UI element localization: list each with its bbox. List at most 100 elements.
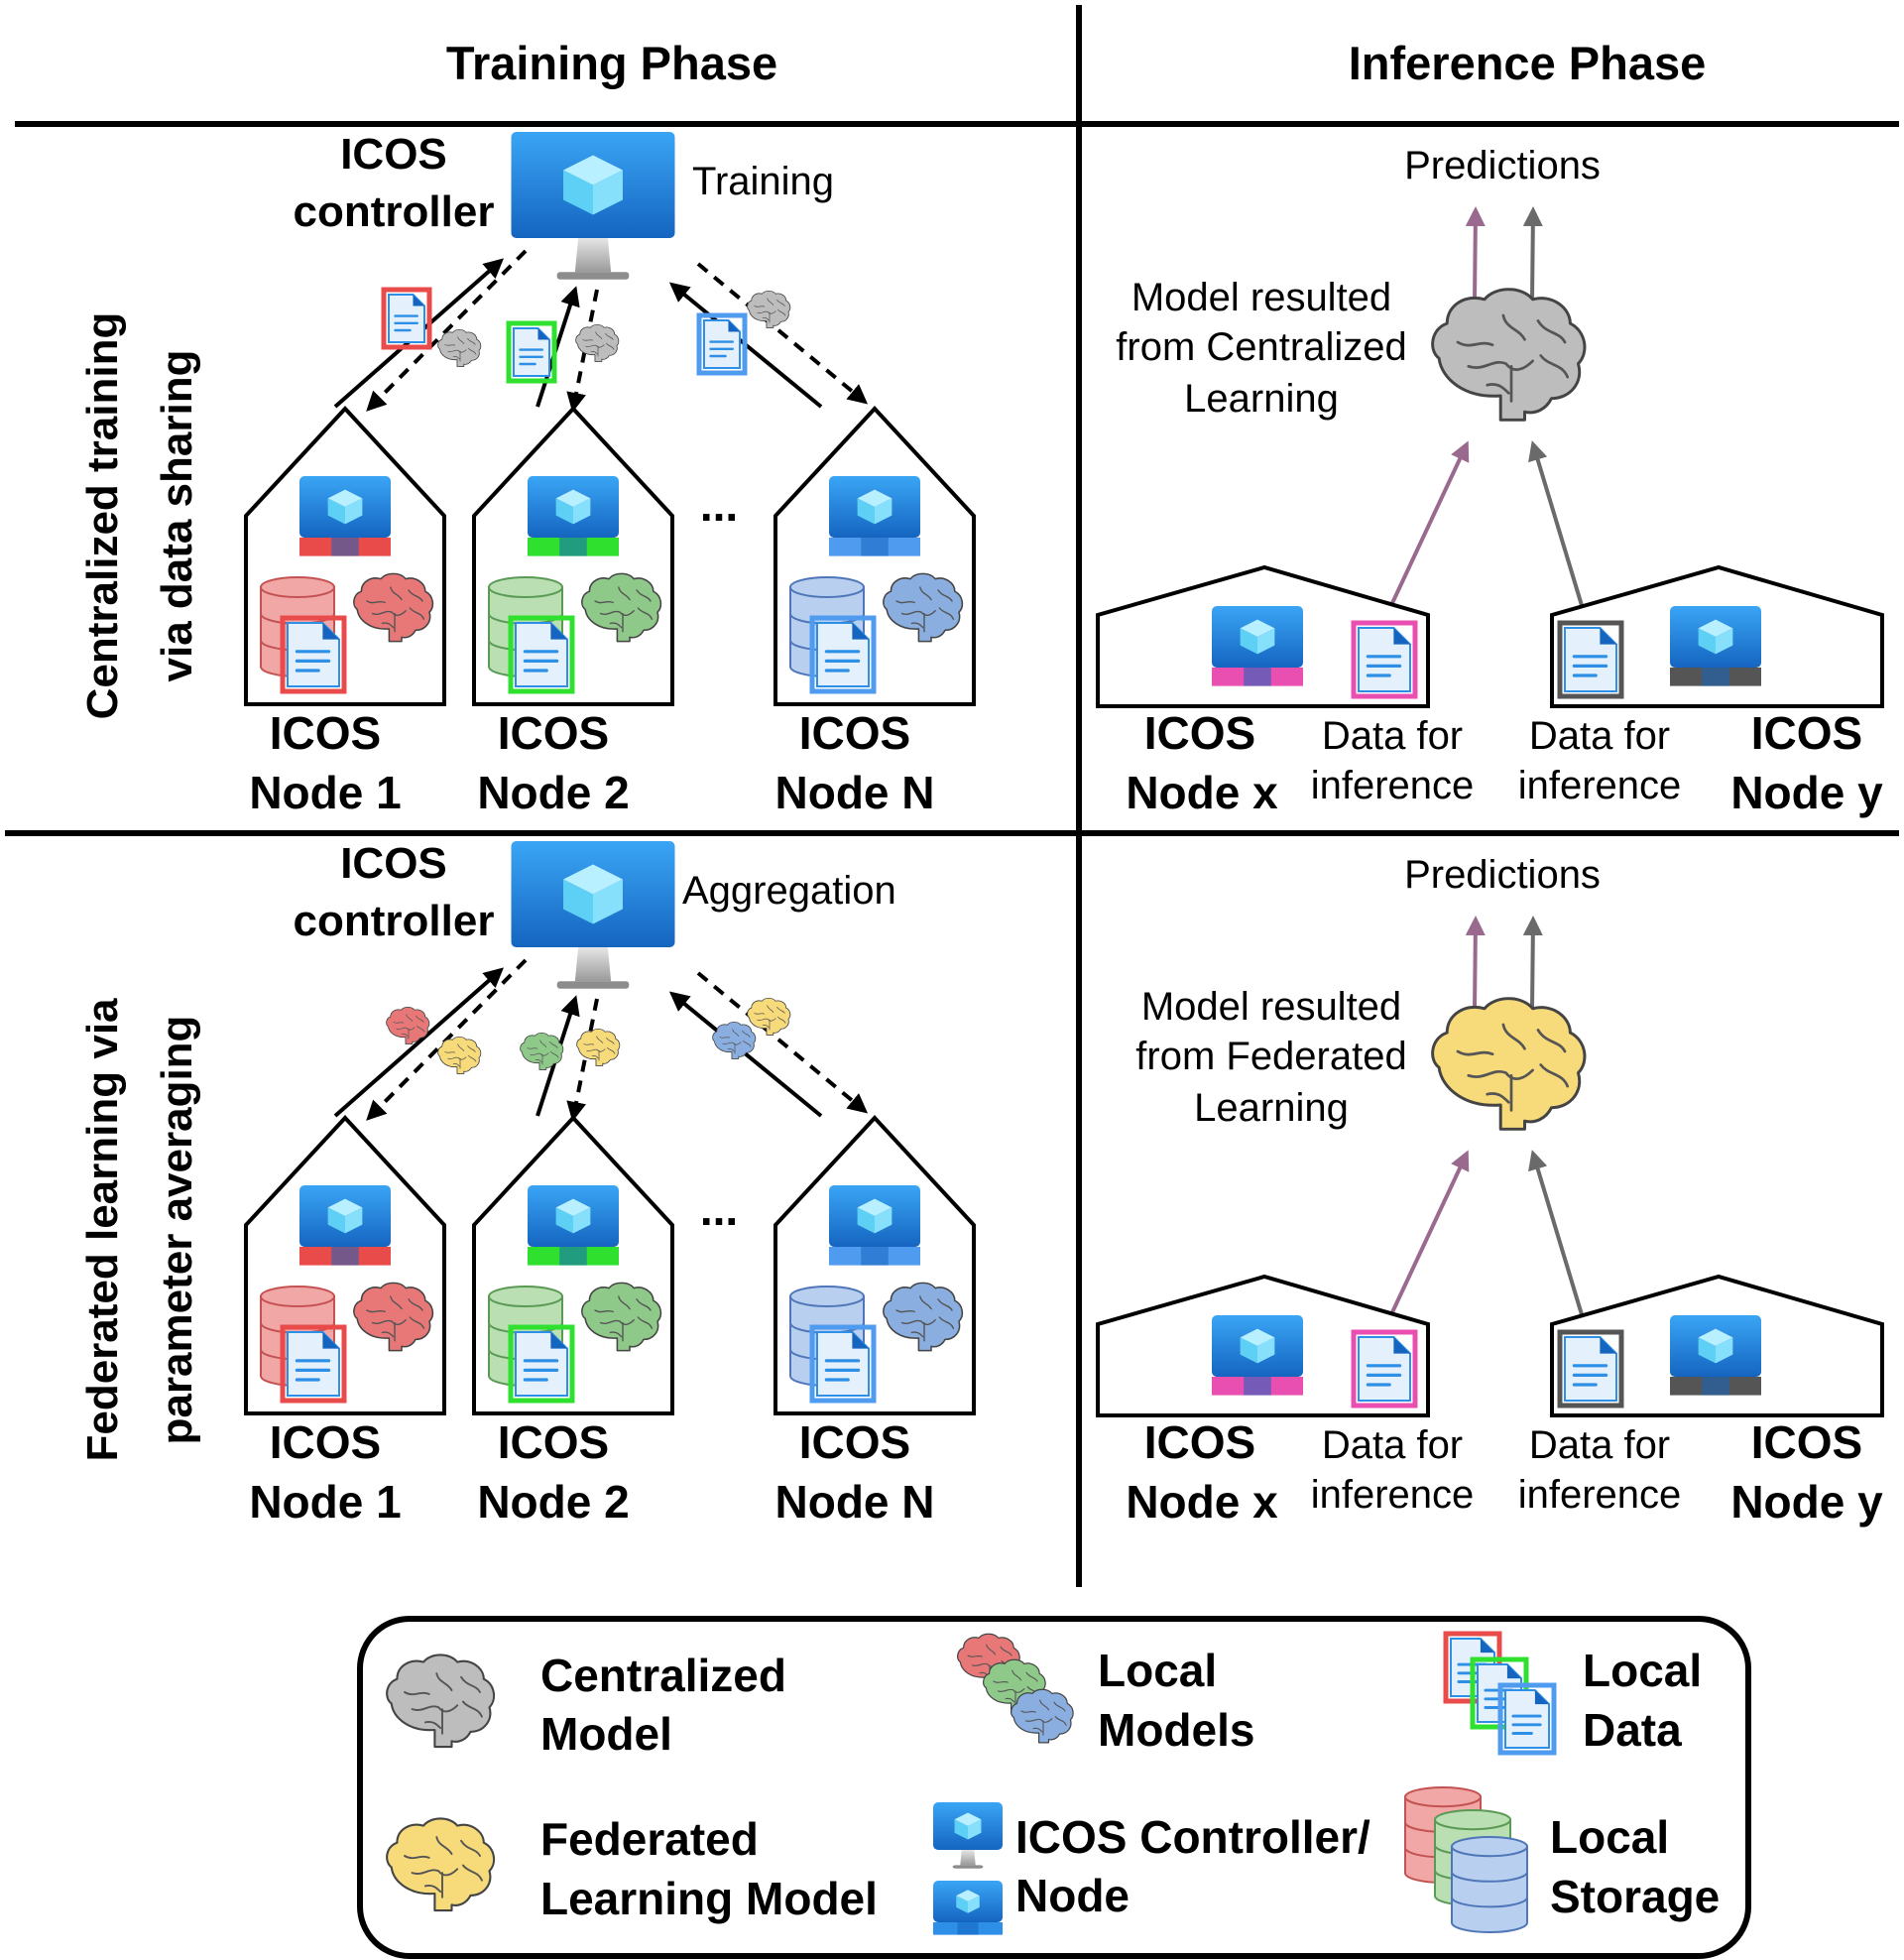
brain-fold <box>636 589 652 602</box>
node-y-label-line-2: Node y <box>1730 1476 1883 1528</box>
brain-fold <box>732 1029 740 1038</box>
brain-fold <box>460 1675 481 1693</box>
monitor-stand <box>861 538 889 556</box>
monitor-stand <box>559 538 587 556</box>
training-arrows <box>333 958 869 1122</box>
model-caption-line-2: from Centralized <box>1116 325 1406 369</box>
legend-local-storage-line-1: Local <box>1550 1811 1669 1863</box>
cube-right <box>1257 628 1275 655</box>
brain-fold <box>776 308 786 316</box>
cube-left <box>1698 628 1716 655</box>
document-icon <box>1497 1682 1557 1756</box>
brain-fold <box>938 1316 955 1329</box>
centralized-model-brain-icon <box>1431 288 1587 422</box>
brain-fold <box>605 342 615 350</box>
brain-fold <box>409 607 425 620</box>
inference-input-arrow-node-x <box>1383 440 1470 619</box>
brain-fold <box>549 1041 558 1048</box>
brain-fold <box>937 1298 953 1311</box>
model-caption-line-2: from Federated <box>1135 1035 1406 1078</box>
legend-local-models-icon <box>957 1633 1074 1744</box>
brain-fold <box>447 349 467 353</box>
brain-fold <box>900 1319 936 1326</box>
cube-left <box>956 1896 968 1913</box>
brain-fold <box>767 298 774 306</box>
document-border <box>1557 620 1624 699</box>
ellipsis: ... <box>700 1183 738 1235</box>
node-1-label-line-2: Node 1 <box>249 767 401 818</box>
document-fold <box>322 1332 339 1349</box>
document-fold <box>1480 1639 1494 1654</box>
brain-fold <box>1539 354 1570 379</box>
node-x-data-label-line-2: inference <box>1311 764 1475 807</box>
legend-controller-node-icon <box>933 1802 1003 1935</box>
node-2-label-line-2: Node 2 <box>477 767 629 818</box>
document-fold <box>550 623 567 640</box>
document-fold <box>1600 628 1616 645</box>
cube-icon <box>327 489 363 525</box>
brain-fold <box>1054 1715 1067 1726</box>
brain-fold <box>467 1044 476 1052</box>
monitor-icon <box>933 1802 1003 1869</box>
document-fold <box>852 623 869 640</box>
inference-input-arrow-node-y <box>1528 440 1586 613</box>
brain-fold <box>406 1014 414 1023</box>
brain-outline <box>386 1654 496 1749</box>
monitor-icon <box>829 1185 920 1266</box>
legend-federated-model-brain-icon <box>386 1817 496 1912</box>
brain-fold <box>762 316 770 321</box>
brain-fold <box>590 350 598 355</box>
legend: CentralizedModelLocalModelsLocalDataFede… <box>357 1616 1751 1959</box>
brain-fold <box>599 610 635 617</box>
cube-icon <box>954 1812 982 1840</box>
brain-outline <box>437 328 482 367</box>
cube-left <box>563 170 593 215</box>
brain-fold <box>1467 1068 1534 1080</box>
inference-data-document-icon <box>1351 620 1418 699</box>
cube-left <box>1240 1337 1257 1364</box>
cube-right <box>968 1819 982 1840</box>
database-top <box>1404 1786 1482 1808</box>
legend-local-models-line-1: Local <box>1098 1645 1217 1696</box>
brain-fold <box>408 589 423 602</box>
monitor-stand <box>574 238 612 273</box>
document-border <box>280 615 347 694</box>
brain-fold <box>416 1015 424 1023</box>
brain-outline <box>581 572 662 643</box>
brain-fold <box>722 1041 742 1045</box>
node-n-label-line-2: Node N <box>775 767 935 818</box>
federated-model-brain-icon <box>437 1036 482 1074</box>
monitor-icon <box>829 476 920 556</box>
brain-outline <box>747 997 791 1036</box>
node-x-data-label-line-1: Data for <box>1322 1423 1463 1467</box>
legend-local-data-line-2: Data <box>1583 1704 1682 1756</box>
side-label-line-2: via data sharing <box>153 349 201 681</box>
model-caption-line-3: Learning <box>1184 377 1339 421</box>
brain-fold <box>404 1691 430 1696</box>
monitor-stand <box>861 1247 889 1266</box>
database-top <box>789 576 865 598</box>
brain-fold <box>1000 1646 1012 1656</box>
federated-model-brain-icon <box>747 997 791 1036</box>
brain-fold <box>461 1700 483 1718</box>
brain-outline <box>437 1036 482 1074</box>
brain-fold <box>586 1048 606 1052</box>
cube-icon <box>857 489 892 525</box>
cube-left <box>555 1207 573 1234</box>
local-model-brain-icon <box>520 1032 564 1070</box>
legend-centralized-model-line-1: Centralized <box>540 1650 786 1701</box>
brain-fold <box>776 1006 785 1014</box>
brain-fold <box>423 1884 442 1894</box>
upload-arrow-node-1 <box>333 967 505 1118</box>
monitor-stand <box>1244 1377 1271 1396</box>
brain-fold <box>381 1331 395 1338</box>
local-data-document-icon <box>508 615 575 694</box>
brain-fold <box>967 1654 983 1657</box>
brain-fold <box>910 622 924 629</box>
brain-fold <box>762 1024 770 1029</box>
brain-outline <box>575 323 620 362</box>
brain-fold <box>594 1309 614 1313</box>
